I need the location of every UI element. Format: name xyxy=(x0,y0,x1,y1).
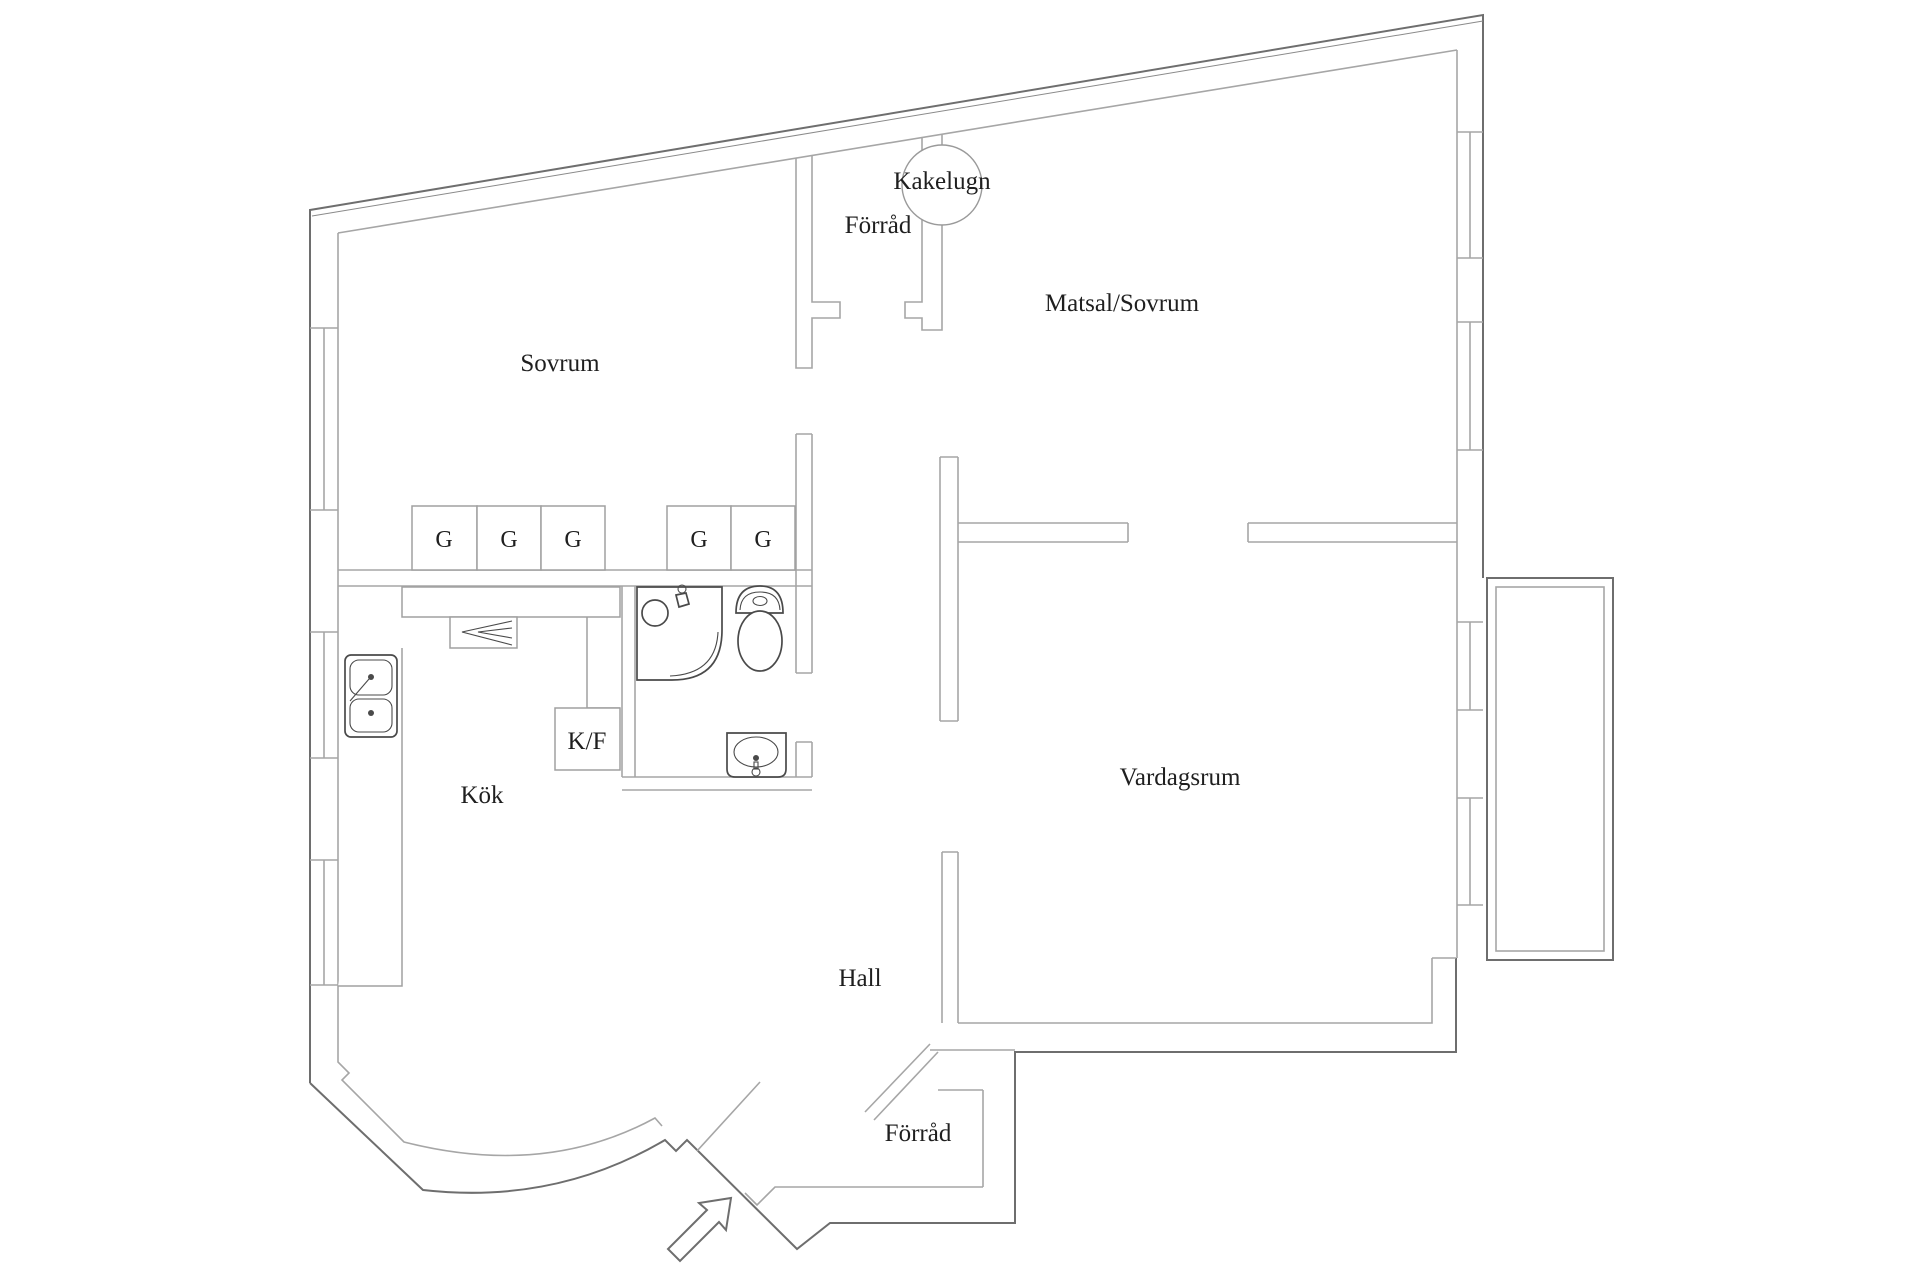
exterior-walls xyxy=(309,13,1484,1251)
wardrobe-box xyxy=(476,505,542,571)
room-label-kf: K/F xyxy=(568,728,607,755)
wardrobe-box xyxy=(540,505,606,571)
tiled-stove-icon xyxy=(901,144,983,226)
central-wall-column xyxy=(795,433,813,777)
storage-top-walls xyxy=(795,135,943,369)
wardrobe-label: G xyxy=(564,527,581,553)
room-label-hall: Hall xyxy=(838,965,881,992)
room-label-matsal: Matsal/Sovrum xyxy=(1045,290,1200,317)
wardrobe-label: G xyxy=(690,527,707,553)
shower-icon xyxy=(636,584,723,681)
room-label-kakelugn: Kakelugn xyxy=(893,168,991,195)
toilet-icon xyxy=(735,585,784,672)
left-wall-windows xyxy=(310,327,338,986)
storage-bottom-walls xyxy=(864,1043,1015,1187)
wardrobe-label: G xyxy=(754,527,771,553)
room-label-forrad-bottom: Förråd xyxy=(885,1120,952,1147)
fridge-freezer xyxy=(554,707,621,771)
wardrobe-label: G xyxy=(435,527,452,553)
right-wall-windows xyxy=(1457,131,1483,906)
room-label-vardagsrum: Vardagsrum xyxy=(1120,764,1241,791)
balcony xyxy=(1486,577,1614,961)
bedroom-south-wall xyxy=(338,569,812,587)
wardrobe-label: G xyxy=(500,527,517,553)
wardrobes: G G G G G xyxy=(411,505,796,571)
room-label-sovrum: Sovrum xyxy=(520,350,600,377)
livingroom-walls xyxy=(939,456,1457,1023)
wardrobe-box xyxy=(666,505,732,571)
interior-wall-lines xyxy=(337,49,1458,1207)
room-label-forrad-top: Förråd xyxy=(845,212,912,239)
wardrobe-box xyxy=(411,505,478,571)
kitchen-sink-icon xyxy=(344,654,398,738)
wardrobe-box xyxy=(730,505,796,571)
room-label-kok: Kök xyxy=(460,782,504,809)
room-labels: Sovrum Förråd Kakelugn Matsal/Sovrum Var… xyxy=(460,168,1240,1147)
washbasin-icon xyxy=(726,732,787,778)
entrance-arrow-icon xyxy=(666,1196,733,1263)
